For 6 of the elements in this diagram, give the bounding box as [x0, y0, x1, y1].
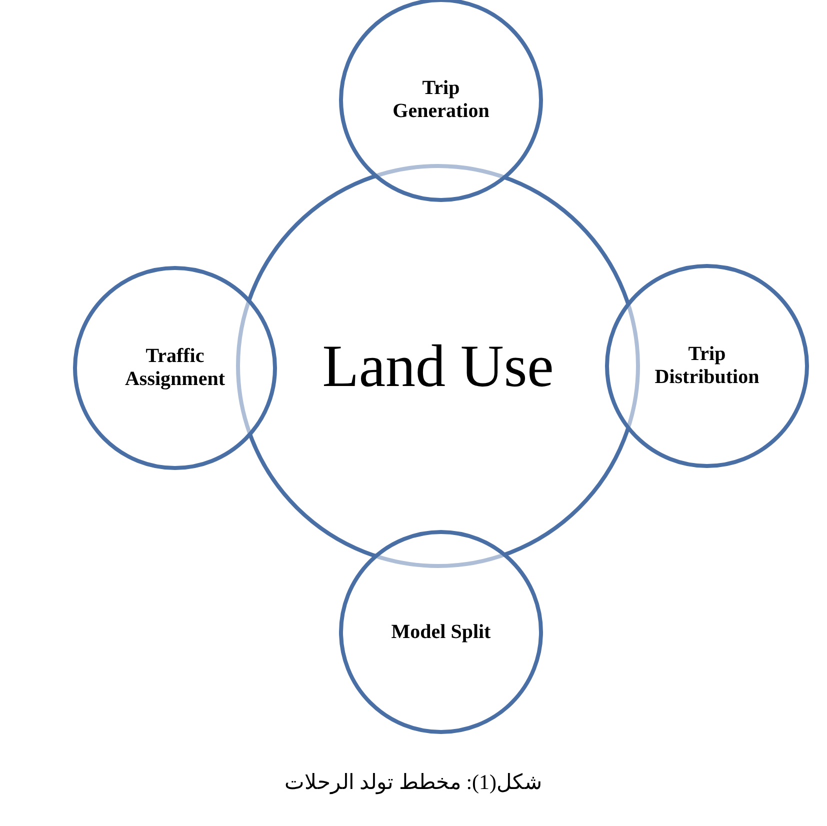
node-label: Traffic Assignment: [124, 345, 226, 391]
node-label: Trip Distribution: [654, 343, 760, 389]
figure-caption: شكل(1): مخطط تولد الرحلات: [284, 770, 543, 794]
node-label: Model Split: [390, 620, 492, 644]
node-label: Trip Generation: [392, 77, 490, 123]
node-label: Land Use: [322, 332, 554, 400]
